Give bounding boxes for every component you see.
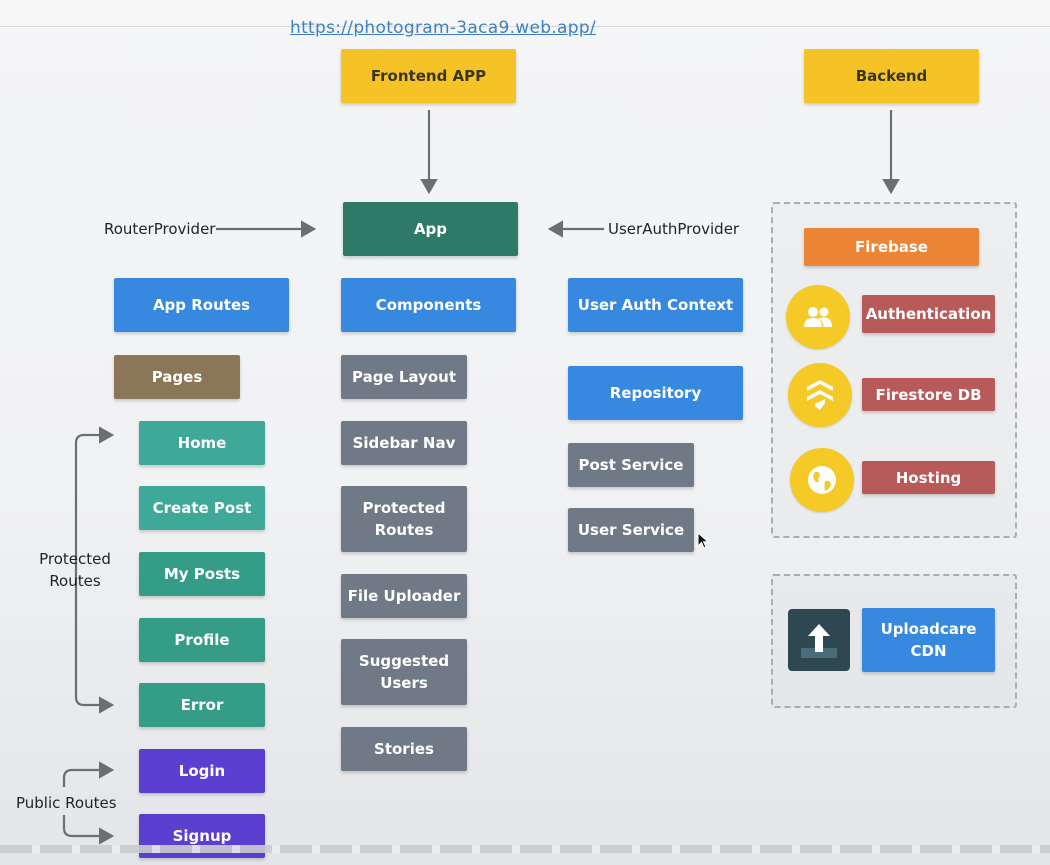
public-routes-bracket-top <box>62 768 108 787</box>
router-provider-label: RouterProvider <box>104 220 216 238</box>
component-suggested-users: Suggested Users <box>341 639 467 705</box>
firestore-db-node: Firestore DB <box>862 378 995 411</box>
firebase-node: Firebase <box>804 228 979 266</box>
authentication-node: Authentication <box>862 295 995 333</box>
route-profile: Profile <box>139 618 265 662</box>
protected-routes-bracket <box>74 433 108 707</box>
repository-node: Repository <box>568 366 743 420</box>
hosting-node: Hosting <box>862 461 995 494</box>
component-protected-routes: Protected Routes <box>341 486 467 552</box>
components-node: Components <box>341 278 516 332</box>
app-routes-node: App Routes <box>114 278 289 332</box>
browser-top-bar <box>0 0 1050 27</box>
user-service-node: User Service <box>568 508 694 552</box>
backend-node: Backend <box>804 49 979 103</box>
component-page-layout: Page Layout <box>341 355 467 399</box>
user-auth-context-node: User Auth Context <box>568 278 743 332</box>
component-sidebar-nav: Sidebar Nav <box>341 421 467 465</box>
app-node: App <box>343 202 518 256</box>
globe-icon <box>790 448 854 512</box>
route-home: Home <box>139 421 265 465</box>
app-url-link[interactable]: https://photogram-3aca9.web.app/ <box>290 18 596 38</box>
users-icon <box>786 285 850 349</box>
firestore-icon <box>788 363 852 427</box>
protected-routes-label: Protected Routes <box>39 550 111 590</box>
route-login: Login <box>139 749 265 793</box>
post-service-node: Post Service <box>568 443 694 487</box>
mouse-cursor-icon <box>697 532 709 549</box>
upload-icon <box>788 609 850 671</box>
frontend-app-node: Frontend APP <box>341 49 516 103</box>
public-routes-label: Public Routes <box>16 794 117 812</box>
component-stories: Stories <box>341 727 467 771</box>
uploadcare-cdn-node: Uploadcare CDN <box>862 608 995 672</box>
video-progress-strip <box>0 845 1050 853</box>
route-create-post: Create Post <box>139 486 265 530</box>
user-auth-provider-label: UserAuthProvider <box>608 220 740 238</box>
pages-node: Pages <box>114 355 240 399</box>
route-error: Error <box>139 683 265 727</box>
component-file-uploader: File Uploader <box>341 574 467 618</box>
route-my-posts: My Posts <box>139 552 265 596</box>
